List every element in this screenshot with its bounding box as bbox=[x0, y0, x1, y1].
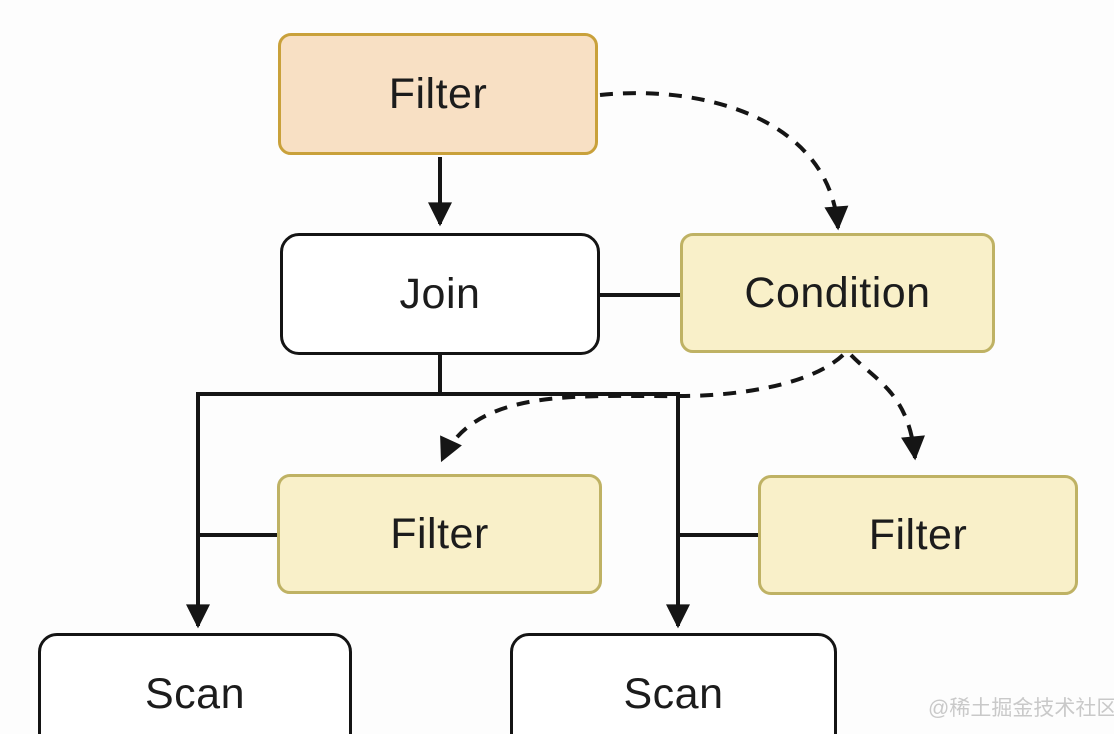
node-condition: Condition bbox=[680, 233, 995, 353]
node-scan-left: Scan bbox=[38, 633, 352, 734]
node-condition-label: Condition bbox=[744, 268, 931, 317]
node-scan-right: Scan bbox=[510, 633, 837, 734]
node-filter-right: Filter bbox=[758, 475, 1078, 595]
node-filter-right-label: Filter bbox=[868, 510, 968, 559]
node-filter-top-label: Filter bbox=[388, 69, 488, 118]
node-scan-right-label: Scan bbox=[623, 669, 724, 718]
node-filter-left: Filter bbox=[277, 474, 602, 594]
watermark-text: @稀土掘金技术社区 bbox=[928, 697, 1114, 720]
edge-condition-to-filterleft-dashed-arrow bbox=[440, 353, 845, 463]
edge-condition-to-filterright-dashed-arrow bbox=[849, 353, 925, 461]
node-join-label: Join bbox=[399, 269, 481, 318]
node-filter-top: Filter bbox=[278, 33, 598, 155]
node-scan-left-label: Scan bbox=[144, 669, 245, 718]
edge-filtertop-to-condition-dashed-arrow bbox=[599, 91, 849, 231]
node-join: Join bbox=[280, 233, 600, 355]
node-filter-left-label: Filter bbox=[390, 509, 489, 558]
